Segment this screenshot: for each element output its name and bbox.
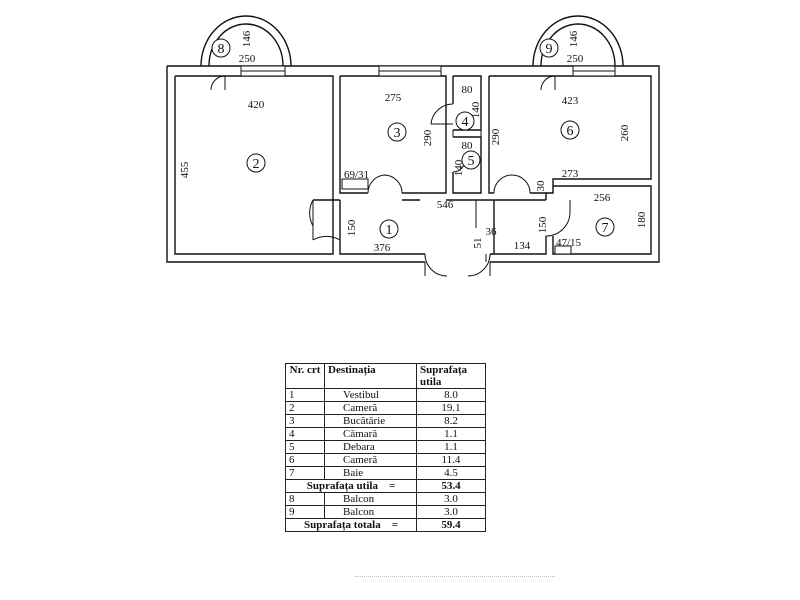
dim-room6-height-left: 290 xyxy=(490,128,502,145)
header-suprafata: Suprafața utila xyxy=(416,363,486,389)
dim-hall-width: 546 xyxy=(437,199,454,211)
dim-room6-bottom: 273 xyxy=(562,168,579,180)
room-number-4: 4 xyxy=(455,111,475,131)
dim-room5-width: 80 xyxy=(462,140,474,152)
room-number-2: 2 xyxy=(246,153,266,173)
svg-text:3: 3 xyxy=(394,126,401,141)
outer-walls xyxy=(166,65,660,263)
svg-text:2: 2 xyxy=(253,157,260,172)
dim-134: 134 xyxy=(514,240,531,252)
room-number-6: 6 xyxy=(560,120,580,140)
total-value: 59.4 xyxy=(416,518,486,532)
dim-room4-width: 80 xyxy=(462,84,474,96)
svg-text:1: 1 xyxy=(386,223,393,238)
dim-room3-height: 290 xyxy=(422,129,434,146)
dim-room5-height: 140 xyxy=(453,159,465,176)
dim-balcony9-depth: 146 xyxy=(568,30,580,47)
svg-text:9: 9 xyxy=(546,42,553,57)
dim-room6-height-right: 260 xyxy=(619,124,631,141)
dimension-labels: 146 250 146 250 420 455 275 290 69/31 80… xyxy=(179,30,648,254)
subtotal-eq: = xyxy=(388,480,396,492)
dim-room1-height: 150 xyxy=(346,219,358,236)
svg-text:5: 5 xyxy=(468,154,475,169)
faint-dotted-line xyxy=(355,576,555,579)
dim-room6-width: 423 xyxy=(562,95,579,107)
room-7-walls xyxy=(552,185,652,255)
dim-36: 36 xyxy=(486,226,498,238)
subtotal-row: Suprafața utila = 53.4 xyxy=(285,479,486,493)
room-6-walls xyxy=(489,75,652,194)
dim-room7-height: 180 xyxy=(636,211,648,228)
room-number-5: 5 xyxy=(461,150,481,170)
header-nr: Nr. crt xyxy=(285,363,325,389)
dim-balcony8-width: 250 xyxy=(239,53,256,65)
windows xyxy=(240,65,616,255)
dim-51: 51 xyxy=(472,238,484,249)
floor-plan: 8 9 2 3 4 5 6 1 7 146 250 146 250 420 45… xyxy=(166,15,660,277)
dim-room7-window: 47/15 xyxy=(556,237,582,249)
total-label: Suprafața totala xyxy=(304,519,381,531)
dim-room1-width: 376 xyxy=(374,242,391,254)
dim-room4-height: 140 xyxy=(470,101,482,118)
total-row: Suprafața totala = 59.4 xyxy=(285,518,486,532)
table-header-row: Nr. crt Destinația Suprafața utila xyxy=(285,363,486,389)
header-destinatia: Destinația xyxy=(324,363,417,389)
dim-room3-window: 69/31 xyxy=(344,169,369,181)
dim-balcony8-depth: 146 xyxy=(241,30,253,47)
svg-text:8: 8 xyxy=(218,42,225,57)
dim-room6-step: 30 xyxy=(535,180,547,192)
dim-balcony9-width: 250 xyxy=(567,53,584,65)
room-number-8: 8 xyxy=(211,38,231,58)
room-number-1: 1 xyxy=(379,219,399,239)
dim-room7-height-left: 150 xyxy=(537,216,549,233)
room-1-walls xyxy=(313,199,547,255)
dim-room2-width: 420 xyxy=(248,99,265,111)
dim-room7-width: 256 xyxy=(594,192,611,204)
doors xyxy=(210,75,571,277)
dim-room3-width: 275 xyxy=(385,92,402,104)
room-number-3: 3 xyxy=(387,122,407,142)
subtotal-value: 53.4 xyxy=(416,479,486,493)
room-number-9: 9 xyxy=(539,38,559,58)
subtotal-label: Suprafața utila xyxy=(306,480,378,492)
room-number-7: 7 xyxy=(595,217,615,237)
svg-text:7: 7 xyxy=(602,221,609,236)
total-eq: = xyxy=(391,519,398,531)
svg-text:6: 6 xyxy=(567,124,574,139)
svg-text:4: 4 xyxy=(462,115,469,130)
dim-room2-height: 455 xyxy=(179,161,191,178)
